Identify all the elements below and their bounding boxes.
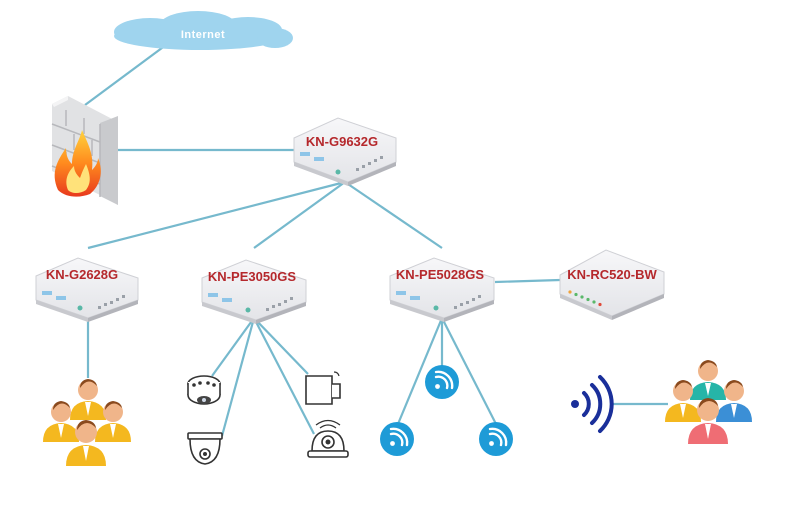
controller-label: KN-RC520-BW (567, 267, 657, 282)
poe-switch-ap-label: KN-PE5028GS (396, 267, 484, 282)
wifi-access-point-icon[interactable] (425, 365, 459, 399)
link-core-pe5028gs (344, 181, 443, 249)
user-avatar (665, 380, 701, 422)
link-core-g2628g (87, 180, 346, 250)
poe-switch-ap-device[interactable]: KN-PE5028GS (389, 257, 495, 322)
user-avatar (690, 360, 726, 400)
controller-device[interactable]: KN-RC520-BW (559, 249, 665, 320)
user-group-icon (43, 379, 131, 466)
user-avatar (716, 380, 752, 422)
security-camera-icon (187, 375, 221, 405)
user-avatar (66, 420, 106, 466)
user-group-icon (665, 360, 752, 444)
link-pe5028gs-ap-3 (441, 317, 497, 425)
firewall-icon (51, 96, 118, 205)
poe-switch-cameras-device[interactable]: KN-PE3050GS (201, 259, 307, 324)
user-avatar (688, 398, 728, 444)
access-switch-label: KN-G2628G (46, 267, 118, 282)
link-pe5028gs-ap-1 (396, 317, 444, 425)
user-avatar (70, 379, 106, 420)
core-switch-label: KN-G9632G (306, 134, 378, 149)
wireless-signal-icon (571, 375, 614, 433)
link-pe3050gs-camera-3 (253, 317, 309, 375)
link-internet-firewall (84, 41, 171, 106)
link-pe5028gs-controller (494, 278, 561, 284)
core-switch-device[interactable]: KN-G9632G (293, 117, 397, 186)
internet-cloud-icon: Internet (114, 11, 293, 50)
wifi-access-point-icon[interactable] (479, 422, 513, 456)
security-camera-icon (187, 432, 223, 465)
poe-switch-cameras-label: KN-PE3050GS (208, 269, 296, 284)
user-avatar (95, 401, 131, 442)
link-pe3050gs-camera-1 (211, 317, 255, 377)
user-avatar (43, 401, 79, 442)
connection-links (84, 41, 668, 437)
security-camera-icon (307, 419, 349, 458)
access-switch-device[interactable]: KN-G2628G (35, 257, 139, 322)
security-camera-icon (305, 371, 341, 405)
link-core-pe3050gs (253, 181, 346, 249)
wifi-access-point-icon[interactable] (380, 422, 414, 456)
link-pe3050gs-camera-4 (253, 317, 315, 435)
link-pe3050gs-camera-2 (220, 317, 256, 437)
internet-label: Internet (181, 29, 225, 41)
